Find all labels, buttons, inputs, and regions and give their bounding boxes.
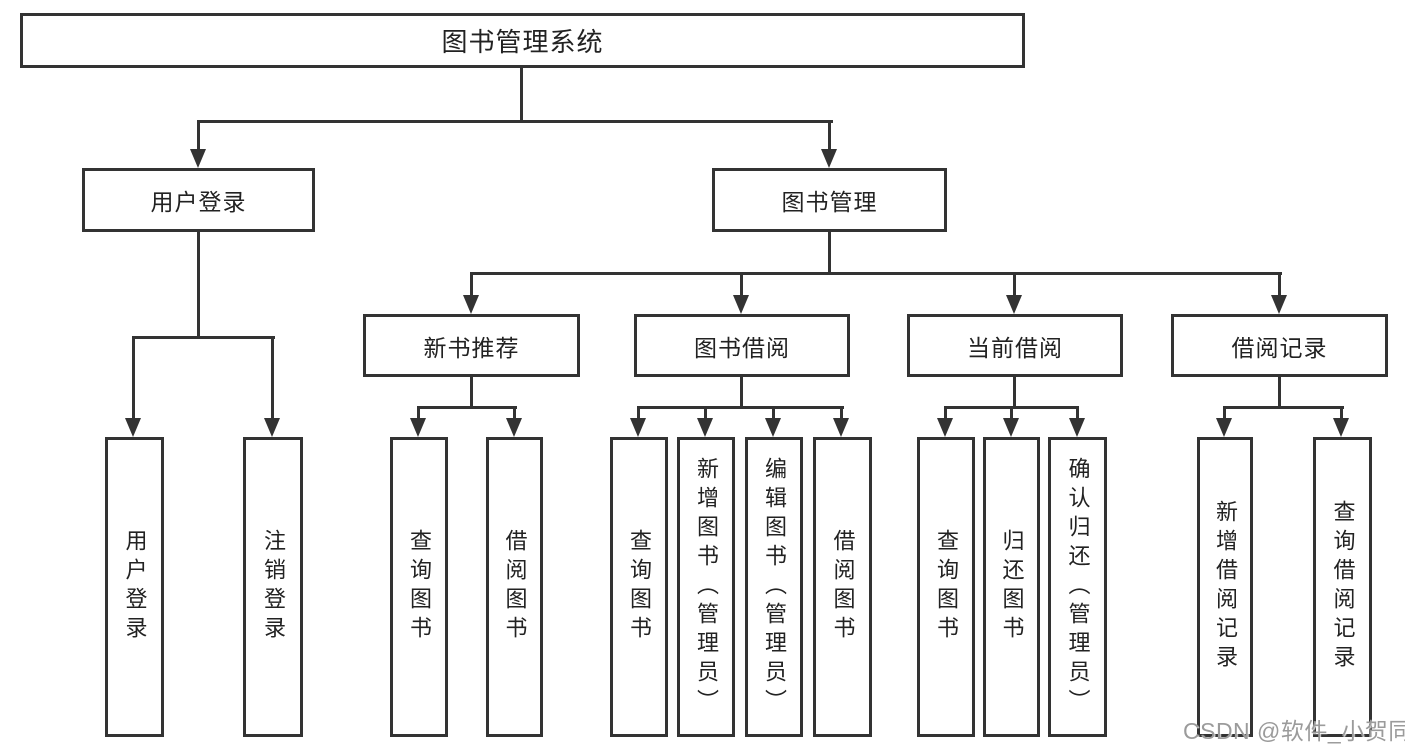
leaf-borrow-books-label: 借阅图书 bbox=[830, 529, 856, 645]
node-borrow-records-label: 借阅记录 bbox=[1231, 334, 1328, 361]
arrow-down-leaf bbox=[937, 406, 953, 437]
arrow-down-leaf bbox=[833, 406, 849, 437]
leaf-query-books-borrow: 查询图书 bbox=[610, 437, 668, 737]
csdn-watermark: CSDN @软件_小贺同学 bbox=[1183, 718, 1405, 744]
node-current-borrow: 当前借阅 bbox=[907, 314, 1123, 377]
node-root-label: 图书管理系统 bbox=[441, 27, 604, 57]
node-user-login: 用户登录 bbox=[82, 168, 315, 232]
leaf-logout-label: 注销登录 bbox=[261, 529, 286, 645]
connector-book-management-stem bbox=[828, 232, 831, 275]
node-root: 图书管理系统 bbox=[20, 13, 1025, 68]
node-book-management-label: 图书管理 bbox=[781, 189, 878, 215]
leaf-add-borrow-record-label: 新增借阅记录 bbox=[1213, 500, 1238, 674]
leaf-add-books-admin: 新增图书（管理员） bbox=[677, 437, 735, 737]
connector-level2-rail bbox=[197, 120, 833, 123]
node-current-borrow-label: 当前借阅 bbox=[967, 334, 1063, 361]
leaf-borrow-books-recommend: 借阅图书 bbox=[486, 437, 543, 737]
leaf-query-books-recommend: 查询图书 bbox=[390, 437, 448, 737]
leaf-borrow-books-recommend-label: 借阅图书 bbox=[502, 529, 528, 645]
leaf-logout: 注销登录 bbox=[243, 437, 303, 737]
node-book-management: 图书管理 bbox=[712, 168, 947, 232]
leaf-add-borrow-record: 新增借阅记录 bbox=[1197, 437, 1253, 737]
arrow-down-leaf bbox=[765, 406, 781, 437]
connector-book-borrow-rail bbox=[638, 406, 844, 409]
leaf-confirm-return-admin-label: 确认归还（管理员） bbox=[1065, 456, 1091, 718]
leaf-return-books: 归还图书 bbox=[983, 437, 1040, 737]
leaf-return-books-label: 归还图书 bbox=[999, 529, 1025, 645]
arrow-down-to-new-book-recommend bbox=[463, 272, 479, 314]
connector-user-login-rail bbox=[132, 336, 275, 339]
arrow-down-leaf bbox=[697, 406, 713, 437]
arrow-down-to-user-login bbox=[190, 120, 206, 168]
leaf-confirm-return-admin: 确认归还（管理员） bbox=[1048, 437, 1107, 737]
arrow-down-leaf bbox=[506, 406, 522, 437]
arrow-down-to-leaf-logout bbox=[264, 336, 280, 437]
leaf-query-borrow-record: 查询借阅记录 bbox=[1313, 437, 1372, 737]
arrow-down-to-book-borrow bbox=[733, 272, 749, 314]
connector-current-borrow-stem bbox=[1013, 377, 1016, 409]
connector-level3-rail bbox=[470, 272, 1282, 275]
connector-borrow-records-stem bbox=[1278, 377, 1281, 409]
arrow-down-to-leaf-user-login bbox=[125, 336, 141, 437]
arrow-down-leaf bbox=[1333, 406, 1349, 437]
arrow-down-leaf bbox=[630, 406, 646, 437]
arrow-down-leaf bbox=[1069, 406, 1085, 437]
leaf-query-books-current: 查询图书 bbox=[917, 437, 975, 737]
leaf-edit-books-admin: 编辑图书（管理员） bbox=[745, 437, 803, 737]
arrow-down-to-borrow-records bbox=[1271, 272, 1287, 314]
connector-root-stem bbox=[520, 68, 523, 122]
arrow-down-to-current-borrow bbox=[1006, 272, 1022, 314]
leaf-query-books-current-label: 查询图书 bbox=[934, 529, 959, 645]
connector-user-login-stem bbox=[197, 232, 200, 339]
node-new-book-recommend-label: 新书推荐 bbox=[423, 334, 520, 361]
leaf-edit-books-admin-label: 编辑图书（管理员） bbox=[762, 456, 787, 718]
connector-book-borrow-stem bbox=[740, 377, 743, 409]
connector-recommend-stem bbox=[470, 377, 473, 409]
arrow-down-leaf bbox=[1216, 406, 1232, 437]
connector-recommend-rail bbox=[418, 406, 517, 409]
node-book-borrow-label: 图书借阅 bbox=[694, 334, 790, 361]
leaf-user-login-label: 用户登录 bbox=[122, 529, 148, 645]
node-user-login-label: 用户登录 bbox=[150, 189, 247, 215]
connector-borrow-records-rail bbox=[1223, 406, 1344, 409]
leaf-query-books-borrow-label: 查询图书 bbox=[627, 529, 652, 645]
leaf-query-books-recommend-label: 查询图书 bbox=[407, 529, 432, 645]
arrow-down-leaf bbox=[410, 406, 426, 437]
node-new-book-recommend: 新书推荐 bbox=[363, 314, 580, 377]
leaf-query-borrow-record-label: 查询借阅记录 bbox=[1330, 500, 1356, 674]
node-borrow-records: 借阅记录 bbox=[1171, 314, 1388, 377]
leaf-add-books-admin-label: 新增图书（管理员） bbox=[694, 456, 719, 718]
leaf-user-login: 用户登录 bbox=[105, 437, 164, 737]
leaf-borrow-books: 借阅图书 bbox=[813, 437, 872, 737]
arrow-down-to-book-management bbox=[821, 120, 837, 168]
node-book-borrow: 图书借阅 bbox=[634, 314, 850, 377]
arrow-down-leaf bbox=[1003, 406, 1019, 437]
